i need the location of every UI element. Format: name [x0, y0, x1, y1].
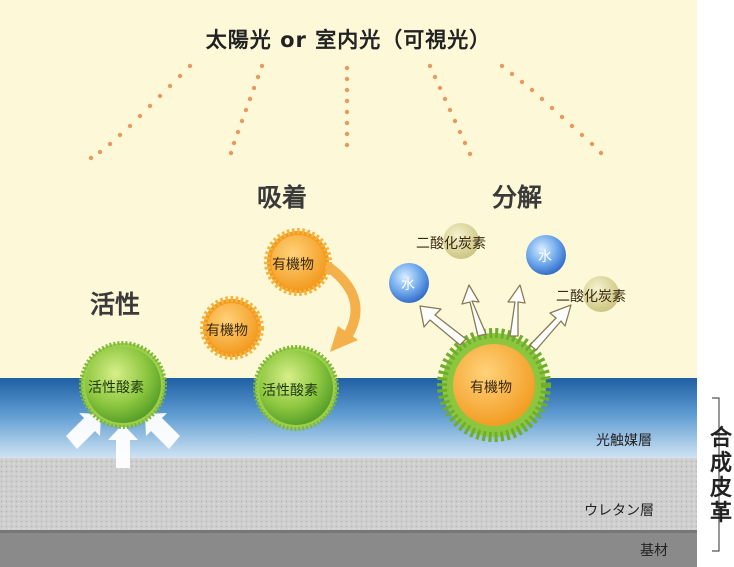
active-oxygen-label-1: 活性酸素: [88, 380, 144, 396]
co2-label-2: 二酸化炭素: [556, 289, 626, 305]
side-label-char-1: 合: [710, 426, 733, 451]
active-oxygen-label-2: 活性酸素: [262, 383, 318, 399]
organic-ball-top: [264, 228, 332, 296]
water-label-1: 水: [401, 277, 415, 293]
light-rays: [88, 63, 604, 161]
organic-label-decompose: 有機物: [470, 380, 512, 396]
sky-background: [0, 0, 697, 380]
organic-ball-decompose: [437, 328, 551, 442]
co2-ball-1: [443, 223, 479, 259]
organic-label-left: 有機物: [206, 323, 248, 339]
activation-arrows: [66, 413, 180, 468]
water-ball-1: [389, 263, 429, 303]
co2-label-1: 二酸化炭素: [416, 236, 486, 252]
side-label-char-3: 皮: [710, 476, 733, 501]
organic-ball-left: [200, 296, 264, 360]
stage-label-decomposition: 分解: [492, 183, 543, 212]
base-layer-label: 基材: [640, 543, 668, 559]
base-layer: [0, 530, 697, 567]
side-label-char-4: 革: [710, 501, 733, 526]
water-ball-2: [526, 235, 566, 275]
urethane-layer-label: ウレタン層: [584, 503, 654, 519]
organic-label-top: 有機物: [272, 257, 314, 273]
co2-ball-2: [583, 276, 619, 312]
stage-label-activation: 活性: [90, 290, 141, 319]
water-label-2: 水: [538, 249, 552, 265]
active-oxygen-ball-2: [253, 345, 339, 431]
stage-label-adsorption: 吸着: [257, 183, 308, 212]
synthetic-leather-bracket: [712, 397, 720, 552]
adsorption-arrow: [325, 263, 361, 352]
active-oxygen-ball-1: [79, 341, 167, 429]
photocatalyst-layer-label: 光触媒層: [596, 433, 652, 449]
side-label-char-2: 成: [710, 451, 733, 476]
diagram-title: 太陽光 or 室内光（可視光）: [205, 28, 492, 52]
urethane-layer: [0, 458, 697, 530]
decompose-arrows: [419, 284, 572, 351]
